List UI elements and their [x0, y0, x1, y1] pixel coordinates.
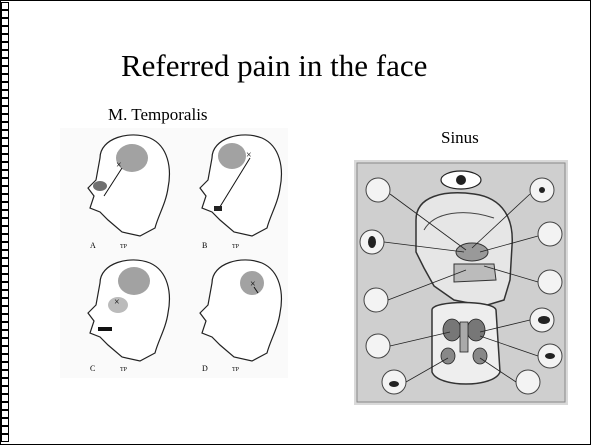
perforation-hole — [1, 178, 9, 186]
perforation-hole — [1, 34, 9, 42]
perforation-hole — [1, 162, 9, 170]
eye-icon — [441, 171, 481, 189]
perforation-hole — [1, 82, 9, 90]
perforation-hole — [1, 394, 9, 402]
perforation-hole — [1, 378, 9, 386]
perforation-hole — [1, 314, 9, 322]
perforation-hole — [1, 202, 9, 210]
perforation-hole — [1, 114, 9, 122]
perforation-hole — [1, 66, 9, 74]
perforation-hole — [1, 306, 9, 314]
perforation-hole — [1, 170, 9, 178]
perforation-hole — [1, 290, 9, 298]
perforation-hole — [1, 130, 9, 138]
svg-text:×: × — [250, 279, 256, 290]
perforation-hole — [1, 266, 9, 274]
perforation-hole — [1, 10, 9, 18]
perforation-hole — [1, 346, 9, 354]
sinus-label: Sinus — [441, 128, 479, 148]
perforation-hole — [1, 194, 9, 202]
perforation-hole — [1, 242, 9, 250]
perforation-hole — [1, 218, 9, 226]
perforation-hole — [1, 154, 9, 162]
perforation-hole — [1, 258, 9, 266]
perforation-hole — [1, 386, 9, 394]
perforation-hole — [1, 74, 9, 82]
panel-c-tp: TP — [120, 367, 128, 373]
perforation-hole — [1, 330, 9, 338]
perforation-hole — [1, 274, 9, 282]
panel-d-letter: D — [202, 364, 208, 373]
perforation-hole — [1, 338, 9, 346]
perforation-hole — [1, 250, 9, 258]
perforation-hole — [1, 370, 9, 378]
perforation-hole — [1, 90, 9, 98]
sinus-illustration — [354, 160, 568, 405]
perforation-hole — [1, 322, 9, 330]
perforation-hole — [1, 18, 9, 26]
perforation-hole — [1, 146, 9, 154]
perforation-hole — [1, 2, 9, 10]
perforation-hole — [1, 42, 9, 50]
perforation-hole — [1, 282, 9, 290]
panel-b-tp: TP — [232, 244, 240, 250]
perforation-hole — [1, 50, 9, 58]
slide-title: Referred pain in the face — [121, 48, 427, 84]
temporalis-illustration: × A TP × B TP × C TP × — [60, 128, 288, 378]
svg-text:×: × — [114, 297, 120, 308]
filmstrip-perforations — [1, 0, 9, 445]
perforation-hole — [1, 122, 9, 130]
perforation-hole — [1, 226, 9, 234]
perforation-hole — [1, 26, 9, 34]
temporalis-label: M. Temporalis — [108, 105, 208, 125]
perforation-hole — [1, 426, 9, 434]
panel-c-letter: C — [90, 364, 95, 373]
perforation-hole — [1, 362, 9, 370]
perforation-hole — [1, 58, 9, 66]
perforation-hole — [1, 402, 9, 410]
svg-text:×: × — [246, 150, 252, 161]
perforation-hole — [1, 186, 9, 194]
panel-b-letter: B — [202, 241, 207, 250]
perforation-hole — [1, 418, 9, 426]
perforation-hole — [1, 298, 9, 306]
perforation-hole — [1, 210, 9, 218]
panel-d-tp: TP — [232, 367, 240, 373]
perforation-hole — [1, 234, 9, 242]
perforation-hole — [1, 434, 9, 442]
perforation-hole — [1, 98, 9, 106]
perforation-hole — [1, 354, 9, 362]
perforation-hole — [1, 410, 9, 418]
perforation-hole — [1, 106, 9, 114]
svg-text:×: × — [116, 160, 122, 171]
panel-a-tp: TP — [120, 244, 128, 250]
perforation-hole — [1, 138, 9, 146]
panel-a-letter: A — [90, 241, 96, 250]
